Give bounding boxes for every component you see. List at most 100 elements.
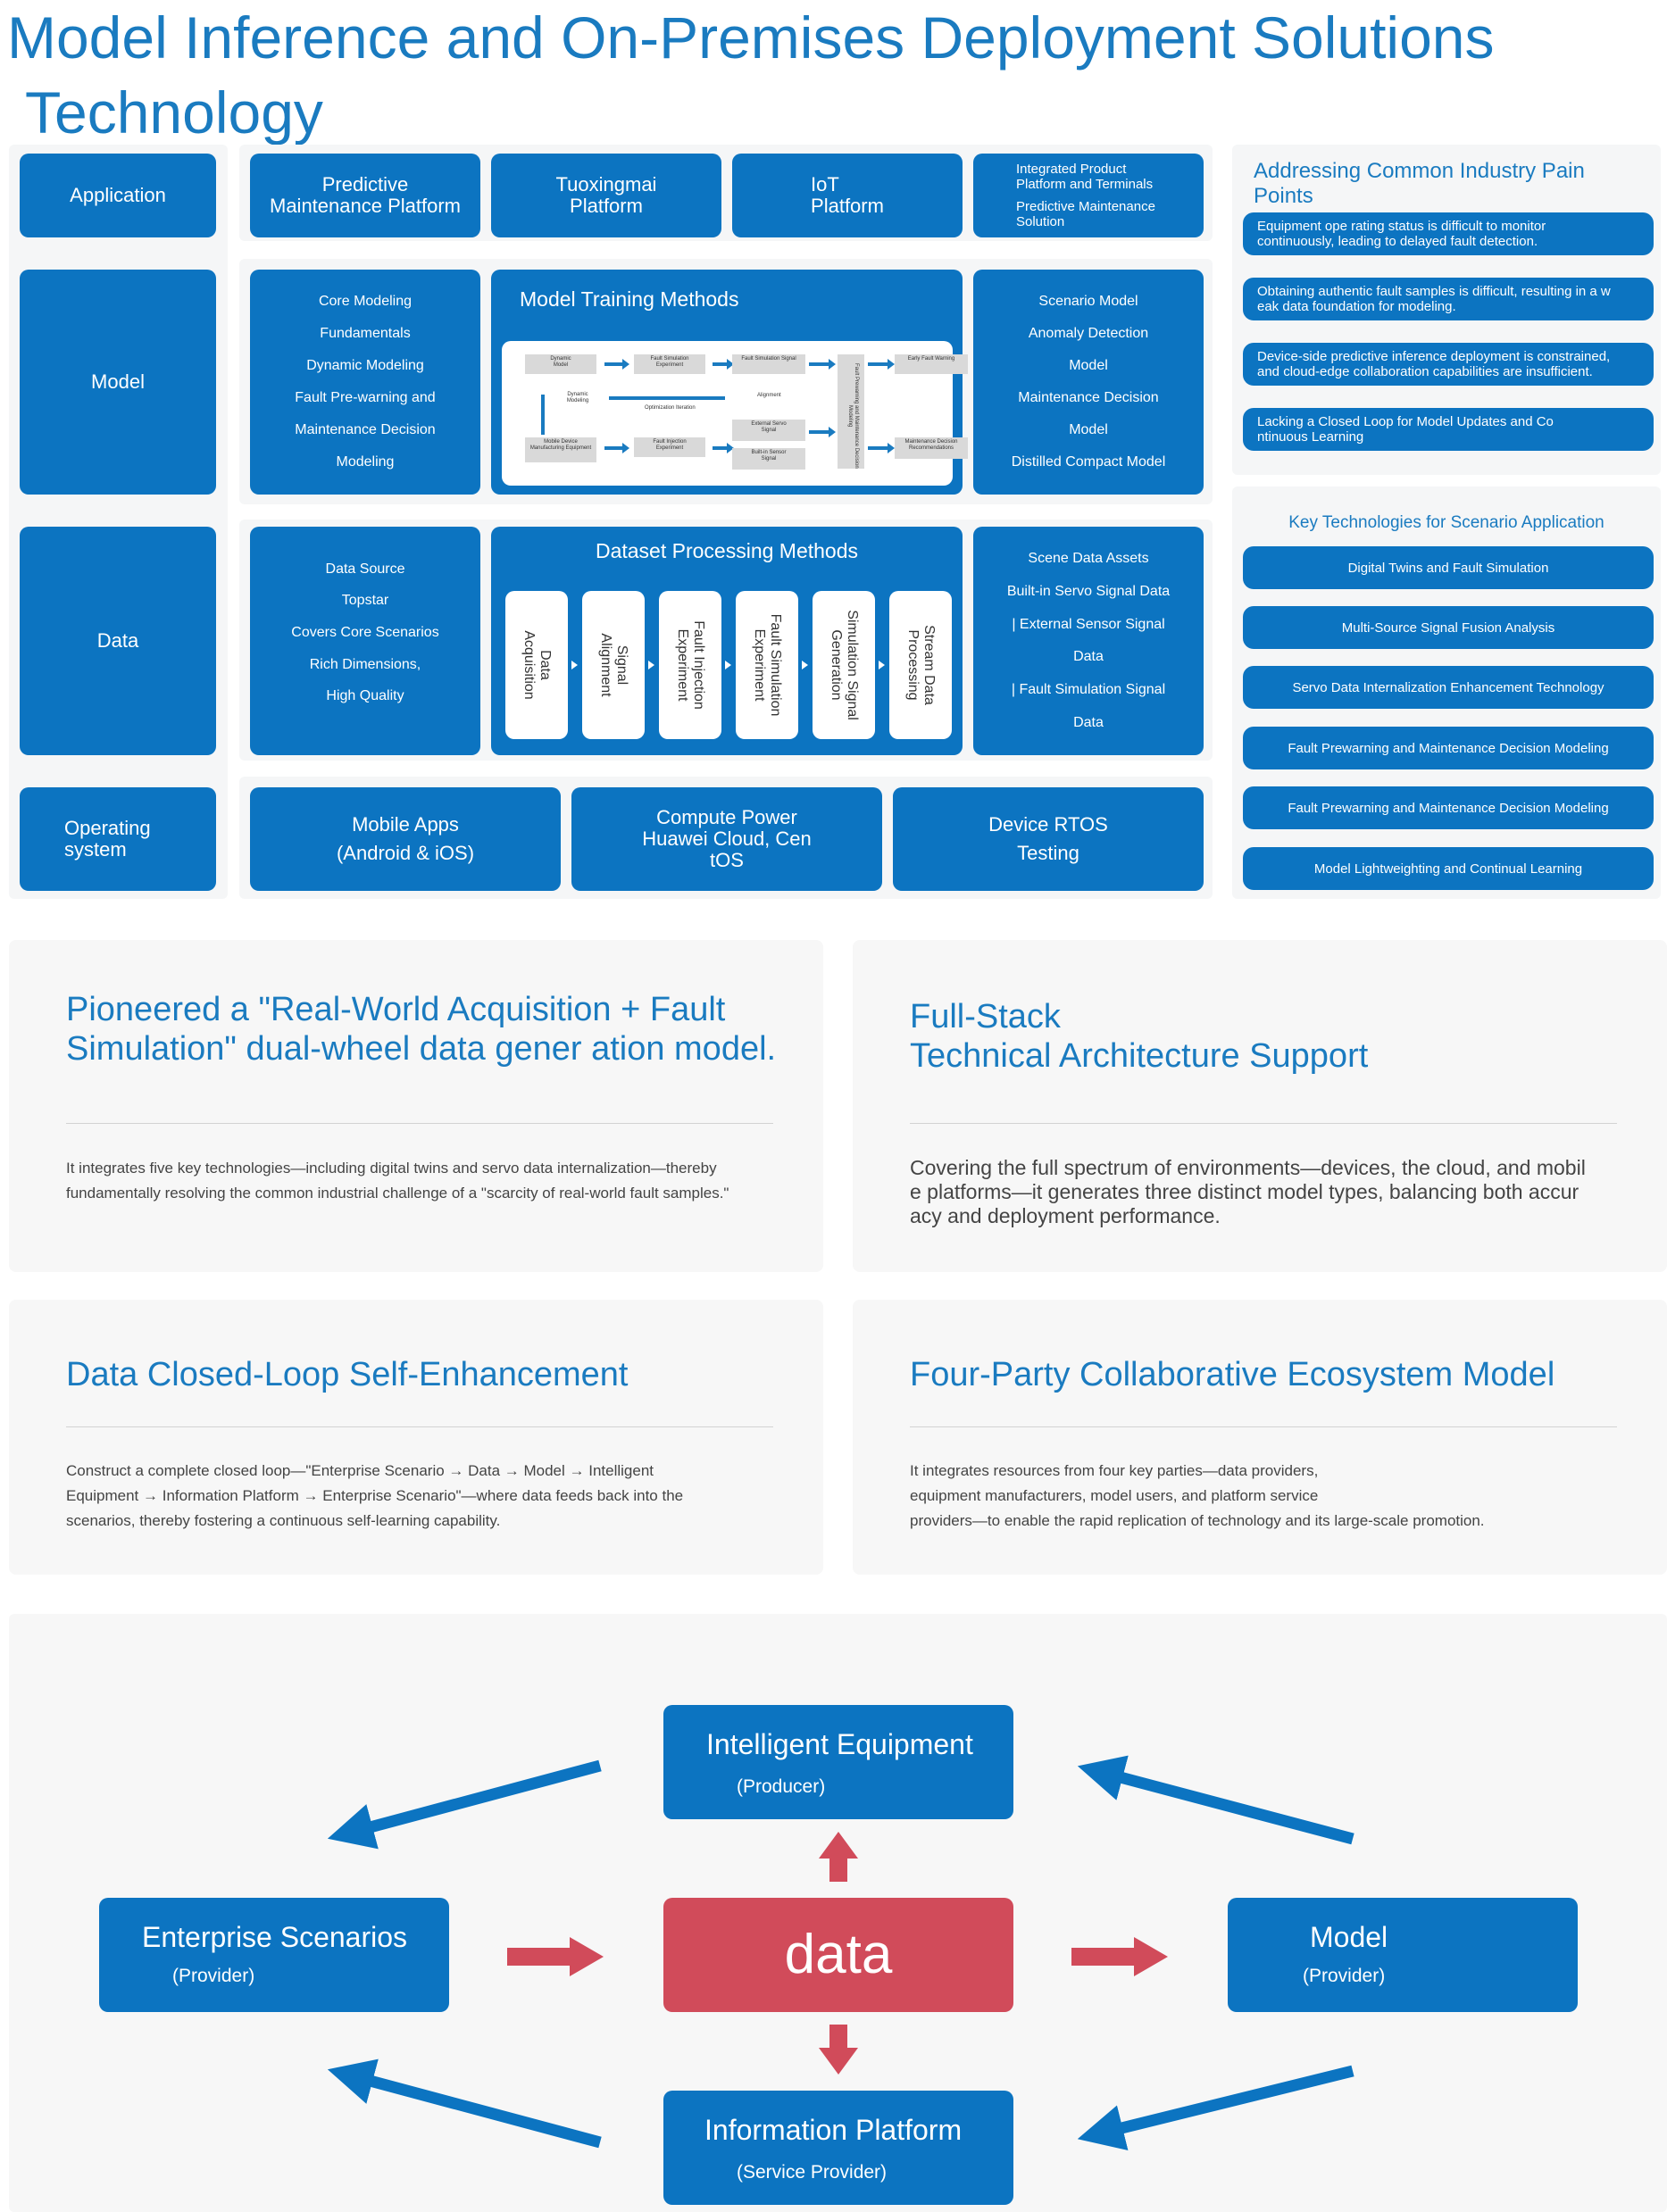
step-arrow [648,661,654,669]
data-right-item: | External Sensor Signal [1012,616,1165,632]
app-iot: IoT Platform [732,154,963,237]
app-integrated-2: Predictive Maintenance Solution [1016,199,1155,229]
page-title: Model Inference and On-Premises Deployme… [7,0,1659,150]
card-closed-loop: Data Closed-Loop Self-Enhancement Constr… [9,1300,823,1575]
title-line-1: Model Inference and On-Premises Deployme… [7,4,1495,71]
card-title: Pioneered a "Real-World Acquisition + Fa… [66,991,777,1068]
os-compute-power: Compute Power Huawei Cloud, Cen tOS [571,787,882,891]
node-mobile-device: Mobile Device Manufacturing Equipment [525,437,596,462]
layer-data: Data [20,527,216,755]
card-body: Covering the full spectrum of environmen… [910,1156,1586,1227]
key-tech-item: Digital Twins and Fault Simulation [1243,546,1654,589]
optimization-label: Optimization Iteration [645,405,696,411]
step-arrow [571,661,578,669]
node-top-name: Intelligent Equipment [706,1728,973,1760]
dataset-processing-box: Dataset Processing Methods [491,527,963,755]
arrow [809,427,836,437]
card-full-stack: Full-Stack Technical Architecture Suppor… [853,940,1667,1272]
data-right-item: Scene Data Assets [1028,551,1149,567]
arrow-to-enterprise-top [327,1759,602,1850]
arrow-to-equipment [1077,1755,1354,1845]
processing-step: Simulation Signal Generation [813,591,875,739]
key-tech-heading: Key Technologies for Scenario Applicatio… [1288,513,1604,532]
key-tech-item: Servo Data Internalization Enhancement T… [1243,666,1654,709]
layer-os-label: Operating system [64,817,151,861]
node-maintenance-rec: Maintenance Decision Recommendations [895,437,968,459]
card-title: Full-Stack Technical Architecture Suppor… [910,998,1369,1075]
processing-step: Data Acquisition [505,591,568,739]
model-right-item: Maintenance Decision [1018,390,1159,405]
node-bottom-name: Information Platform [704,2114,963,2146]
arrow-to-enterprise-bottom [327,2058,602,2149]
model-left-item: Maintenance Decision [295,422,436,437]
node-information-platform: Information Platform (Service Provider) [663,2091,1013,2205]
layer-model: Model [20,270,216,495]
os-compute-label: Compute Power Huawei Cloud, Cen tOS [642,806,812,871]
arrow-to-info-platform [1077,2065,1354,2150]
arrow [809,359,836,370]
model-left-item: Core Modeling [318,294,413,309]
card-body: It integrates five key technologies—incl… [66,1160,729,1202]
card-title: Four-Party Collaborative Ecosystem Model [910,1356,1555,1393]
red-arrow-down [819,2025,858,2075]
model-right-item: Model [1069,422,1108,437]
card-ecosystem: Four-Party Collaborative Ecosystem Model… [853,1300,1667,1575]
node-model: Model (Provider) [1228,1898,1578,2012]
processing-step: Fault Injection Experiment [659,591,721,739]
model-left-item: Modeling [336,454,395,470]
node-right-role: (Provider) [1303,1966,1386,1986]
data-left-item: High Quality [326,688,404,704]
data-left-item: Rich Dimensions, [309,656,421,672]
layer-application: Application [20,154,216,237]
arrow [604,359,629,370]
pain-points-heading: Addressing Common Industry Pain Points [1254,159,1585,208]
processing-step: Signal Alignment [582,591,645,739]
app-predictive-maintenance: Predictive Maintenance Platform [250,154,480,237]
pain-point-item: Lacking a Closed Loop for Model Updates … [1243,408,1654,451]
key-tech-item: Model Lightweighting and Continual Learn… [1243,847,1654,890]
layer-os: Operating system [20,787,216,891]
red-arrow-up [819,1832,858,1882]
arrow [868,443,895,453]
os-rtos-label: Device RTOS Testing [988,813,1108,864]
key-tech-item: Fault Prewarning and Maintenance Decisio… [1243,786,1654,829]
card-divider [910,1123,1617,1124]
node-fault-sim-exp: Fault Simulation Experiment [634,354,705,374]
app-iot-label: IoT Platform [811,173,884,217]
data-right-item: Data [1073,649,1104,665]
pain-point-item: Device-side predictive inference deploym… [1243,343,1654,386]
card-divider [910,1426,1617,1427]
model-right-item: Anomaly Detection [1028,326,1149,341]
processing-title: Dataset Processing Methods [595,539,859,562]
title-line-2: Technology [25,79,323,146]
layer-data-label: Data [96,629,139,652]
data-right-item: Built-in Servo Signal Data [1006,583,1171,599]
app-tuoxing-label: Tuoxingmai Platform [555,173,657,217]
key-tech-item: Multi-Source Signal Fusion Analysis [1243,606,1654,649]
fusion-label: Fault Prewarning and Maintenance Decisio… [847,363,859,469]
pain-point-item: Equipment ope rating status is difficult… [1243,212,1654,255]
layer-model-label: Model [91,370,145,393]
node-data-center: data [663,1898,1013,2012]
model-right-item: Model [1069,358,1108,373]
app-integrated: Integrated Product Platform and Terminal… [973,154,1204,237]
model-left-item: Fundamentals [320,326,411,341]
node-fault-sim-signal: Fault Simulation Signal [732,354,805,374]
alignment-label: Alignment [757,393,781,398]
red-arrow-right-out [1071,1937,1168,1976]
data-right-item: | Fault Simulation Signal [1011,681,1166,697]
data-left-item: Covers Core Scenarios [291,624,439,640]
arrow [713,359,734,370]
node-dynamic-model: Dynamic Model [525,354,596,374]
data-left-item: Topstar [341,593,389,609]
card-title: Data Closed-Loop Self-Enhancement [66,1356,629,1393]
node-fault-inj-exp: Fault Injection Experiment [634,437,705,457]
node-left-role: (Provider) [172,1966,255,1986]
step-arrow [725,661,731,669]
node-center-label: data [784,1924,893,1985]
